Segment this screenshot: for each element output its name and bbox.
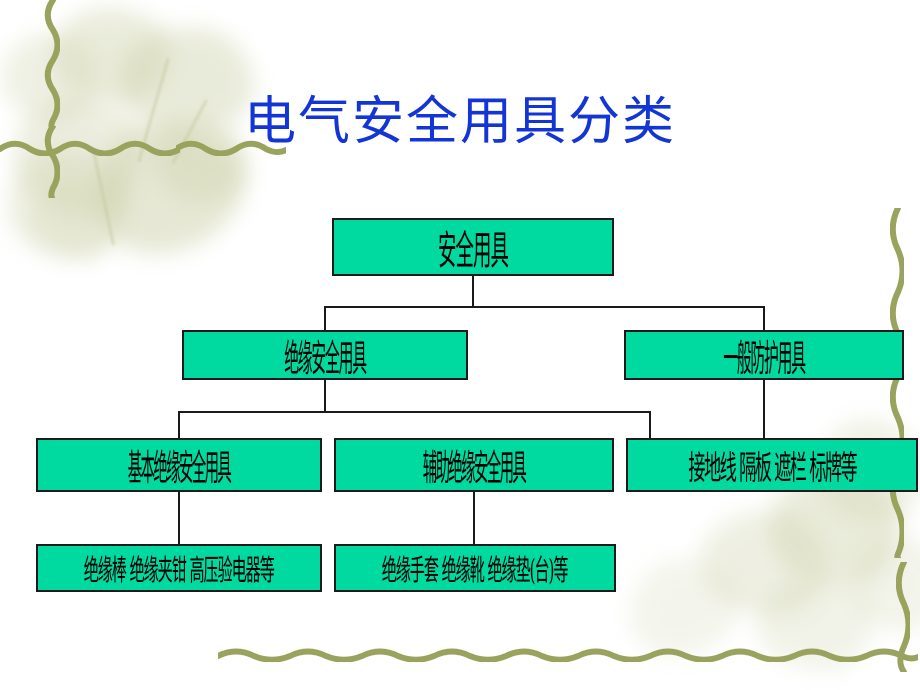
connector-to-basic [178,411,180,439]
node-basic-insulating-tools-label: 基本绝缘安全用具 [127,448,232,489]
node-general-protective-tools[interactable]: 一般防护用具 [624,330,904,380]
leaf-shadow [30,182,118,256]
connector-aux-to-items [473,492,475,545]
node-root-label: 安全用具 [438,228,509,274]
node-insulating-safety-tools[interactable]: 绝缘安全用具 [182,330,468,380]
leaf-shadow [8,150,128,260]
node-basic-insulating-items-label: 绝缘棒 绝缘夹钳 高压验电器等 [83,553,275,587]
node-auxiliary-insulating-tools-label: 辅助绝缘安全用具 [422,448,527,489]
connector-root-drop [472,276,474,307]
node-basic-insulating-items[interactable]: 绝缘棒 绝缘夹钳 高压验电器等 [36,544,322,592]
leaf-shadow [630,560,740,656]
bamboo-stroke-right-rule [896,562,910,672]
node-insulating-safety-tools-label: 绝缘安全用具 [284,337,367,380]
node-auxiliary-insulating-items-label: 绝缘手套 绝缘靴 绝缘垫(台)等 [382,553,569,587]
leaf-shadow [852,536,920,632]
connector-to-aux [649,411,651,439]
connector-general-to-items [763,380,765,439]
node-basic-insulating-tools[interactable]: 基本绝缘安全用具 [36,438,322,492]
connector-insul-drop [324,380,326,412]
connector-to-insul [324,306,326,331]
node-auxiliary-insulating-tools[interactable]: 辅助绝缘安全用具 [334,438,614,492]
connector-level1-bus [324,306,764,308]
leaf-shadow [756,578,874,670]
page-title: 电气安全用具分类 [243,92,676,152]
connector-to-general [763,306,765,331]
node-general-protective-items-label: 接地线 隔板 遮栏 标牌等 [688,448,857,487]
connector-level2-bus [178,411,650,413]
leaf-stem [92,150,115,246]
bamboo-stroke-bottom-rule [218,648,918,662]
node-general-protective-tools-label: 一般防护用具 [723,337,806,380]
connector-basic-to-items [178,492,180,545]
node-general-protective-items[interactable]: 接地线 隔板 遮栏 标牌等 [626,438,918,492]
node-root[interactable]: 安全用具 [332,218,614,276]
leaf-shadow [52,8,170,104]
leaf-shadow [700,510,826,616]
node-auxiliary-insulating-items[interactable]: 绝缘手套 绝缘靴 绝缘垫(台)等 [334,544,616,592]
